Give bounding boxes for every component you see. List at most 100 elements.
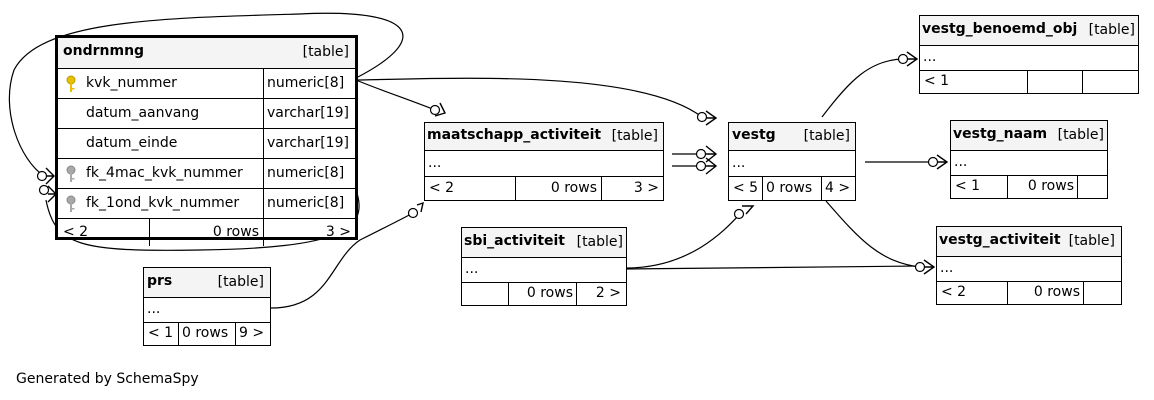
parents-count[interactable]: < 1 — [955, 178, 981, 194]
table-name: vestg_benoemd_obj — [922, 21, 1078, 37]
relation-circle — [733, 208, 745, 220]
column-row: datum_einde varchar[19] — [58, 128, 355, 158]
table-name: ondrnmng — [63, 43, 145, 59]
parents-count[interactable]: < 2 — [941, 284, 967, 300]
column-name: fk_1ond_kvk_nummer — [86, 195, 240, 211]
table-header: vestg_activiteit [table] — [937, 227, 1121, 256]
column-type: varchar[19] — [267, 105, 349, 121]
column-name: datum_einde — [86, 135, 178, 151]
crow-foot — [416, 201, 424, 213]
row-count: 0 rows — [550, 180, 597, 196]
columns-collapsed: ... — [144, 297, 270, 322]
ellipsis: ... — [428, 155, 442, 171]
table-ondrnmng[interactable]: ondrnmng [table] kvk_nummer numeric[8] d… — [55, 35, 358, 246]
table-prs[interactable]: prs [table] ... < 1 0 rows 9 > — [143, 267, 271, 346]
table-maatschapp-activiteit[interactable]: maatschapp_activiteit [table] ... < 2 0 … — [424, 122, 664, 201]
table-header: vestg_naam [table] — [951, 121, 1107, 150]
columns-collapsed: ... — [462, 257, 626, 282]
table-header: sbi_activiteit [table] — [462, 228, 626, 257]
columns-collapsed: ... — [920, 45, 1138, 70]
fk-line-prs-maatschapp — [270, 212, 414, 309]
fk-line-sbi-vestg — [625, 213, 741, 269]
column-type: numeric[8] — [267, 75, 345, 91]
fk-line-sbi-vestg-activiteit — [625, 265, 921, 270]
crow-foot — [742, 205, 755, 215]
relation-circle — [696, 111, 708, 123]
row-count: 0 rows — [526, 285, 573, 301]
table-vestg-benoemd-obj[interactable]: vestg_benoemd_obj [table] ... < 1 — [919, 15, 1139, 94]
columns-collapsed: ... — [729, 150, 855, 176]
table-name: vestg — [732, 127, 776, 143]
table-footer: < 1 — [920, 70, 1138, 93]
table-type: [table] — [1068, 233, 1115, 249]
relation-circle — [36, 170, 48, 182]
column-type: numeric[8] — [267, 165, 345, 181]
ellipsis: ... — [923, 49, 937, 65]
table-name: sbi_activiteit — [464, 233, 565, 249]
ellipsis: ... — [465, 261, 479, 277]
table-header: maatschapp_activiteit [table] — [425, 123, 663, 150]
crow-foot — [923, 259, 936, 275]
relation-circle — [695, 160, 707, 172]
table-type: [table] — [803, 128, 850, 144]
relation-circle — [927, 156, 939, 168]
relation-circle — [429, 104, 441, 116]
relation-circle — [38, 184, 50, 196]
table-vestg-activiteit[interactable]: vestg_activiteit [table] ... < 2 0 rows — [936, 226, 1122, 305]
children-count[interactable]: 9 > — [239, 325, 265, 341]
foreign-key-icon — [66, 165, 76, 187]
crow-foot — [705, 157, 718, 175]
row-count: 0 rows — [182, 325, 229, 341]
foreign-key-icon — [66, 195, 76, 217]
crow-foot — [45, 167, 55, 185]
relation-circle — [914, 261, 926, 273]
table-type: [table] — [217, 274, 264, 290]
table-footer: < 1 0 rows — [951, 175, 1107, 198]
children-count[interactable]: 2 > — [595, 285, 621, 301]
column-type: numeric[8] — [267, 195, 345, 211]
table-footer: < 1 0 rows 9 > — [144, 322, 270, 345]
row-count: 0 rows — [1033, 284, 1080, 300]
children-count[interactable]: 4 > — [825, 180, 851, 196]
column-row: kvk_nummer numeric[8] — [58, 68, 355, 98]
parents-count[interactable]: < 2 — [429, 180, 455, 196]
ellipsis: ... — [147, 301, 161, 317]
table-footer: 0 rows 2 > — [462, 282, 626, 305]
relation-circle — [695, 148, 707, 160]
row-count: 0 rows — [766, 180, 813, 196]
parents-count[interactable]: < 1 — [924, 73, 950, 89]
ellipsis: ... — [954, 154, 968, 170]
table-header: prs [table] — [144, 268, 270, 297]
crow-foot — [705, 145, 718, 163]
parents-count[interactable]: < 1 — [148, 325, 174, 341]
table-header: ondrnmng [table] — [58, 38, 355, 68]
column-name: datum_aanvang — [86, 105, 200, 121]
crow-foot — [434, 102, 446, 117]
parents-count[interactable]: < 2 — [63, 224, 89, 240]
generated-by-footer: Generated by SchemaSpy — [16, 371, 199, 387]
table-sbi-activiteit[interactable]: sbi_activiteit [table] ... 0 rows 2 > — [461, 227, 627, 306]
table-type: [table] — [1057, 127, 1104, 143]
table-name: prs — [147, 273, 173, 289]
parents-count[interactable]: < 5 — [733, 180, 759, 196]
column-name: kvk_nummer — [86, 75, 177, 91]
table-name: maatschapp_activiteit — [427, 127, 602, 143]
table-name: vestg_naam — [953, 126, 1048, 142]
row-count: 0 rows — [1027, 178, 1074, 194]
primary-key-icon — [66, 75, 76, 97]
ellipsis: ... — [940, 260, 954, 276]
table-header: vestg_benoemd_obj [table] — [920, 16, 1138, 45]
crow-foot — [705, 110, 718, 126]
table-footer: < 2 0 rows — [937, 281, 1121, 304]
table-vestg-naam[interactable]: vestg_naam [table] ... < 1 0 rows — [950, 120, 1108, 199]
fk-line-vestg-activiteit — [825, 200, 921, 268]
crow-foot — [936, 154, 949, 170]
children-count[interactable]: 3 > — [633, 180, 659, 196]
table-footer: < 2 0 rows 3 > — [58, 218, 355, 246]
table-vestg[interactable]: vestg [table] ... < 5 0 rows 4 > — [728, 122, 856, 201]
fk-line-ondrnmng-self-top — [8, 12, 404, 177]
children-count[interactable]: 3 > — [325, 224, 351, 240]
table-footer: < 5 0 rows 4 > — [729, 176, 855, 200]
ellipsis: ... — [732, 155, 746, 171]
relation-circle — [897, 53, 909, 65]
